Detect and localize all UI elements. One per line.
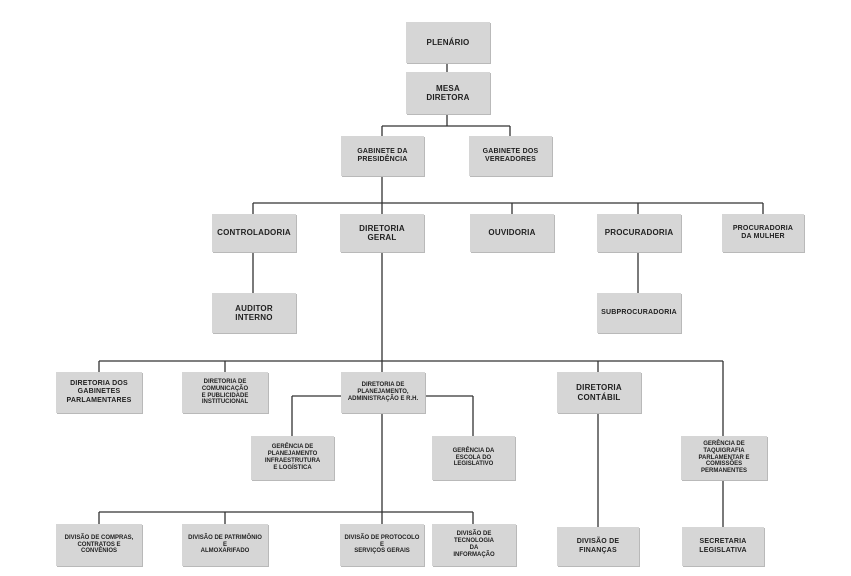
box-mesa-diretora: MESA DIRETORA <box>406 72 490 114</box>
box-diretoria-contabil: DIRETORIA CONTÁBIL <box>557 372 641 413</box>
box-gerencia-taquigrafia: GERÊNCIA DE TAQUIGRAFIA PARLAMENTAR E CO… <box>681 436 767 480</box>
box-divisao-tecnologia: DIVISÃO DE TECNOLOGIA DA INFORMAÇÃO <box>432 524 516 566</box>
box-diretoria-comunicacao: DIRETORIA DE COMUNICAÇÃO E PUBLICIDADE I… <box>182 372 268 413</box>
box-procuradoria-mulher: PROCURADORIA DA MULHER <box>722 214 804 252</box>
box-gerencia-planejamento: GERÊNCIA DE PLANEJAMENTO INFRAESTRUTURA … <box>251 436 334 480</box>
box-secretaria-legislativa: SECRETARIA LEGISLATIVA <box>682 527 764 566</box>
box-plenario: PLENÁRIO <box>406 22 490 63</box>
box-subprocuradoria: SUBPROCURADORIA <box>597 293 681 333</box>
box-divisao-patrimonio: DIVISÃO DE PATRIMÔNIO E ALMOXARIFADO <box>182 524 268 566</box>
box-gabinete-vereadores: GABINETE DOS VEREADORES <box>469 136 552 176</box>
box-diretoria-geral: DIRETORIA GERAL <box>340 214 424 252</box>
box-gabinete-presidencia: GABINETE DA PRESIDÊNCIA <box>341 136 424 176</box>
box-diretoria-planejamento: DIRETORIA DE PLANEJAMENTO, ADMINISTRAÇÃO… <box>341 372 425 413</box>
box-divisao-compras: DIVISÃO DE COMPRAS, CONTRATOS E CONVÊNIO… <box>56 524 142 566</box>
box-auditor-interno: AUDITOR INTERNO <box>212 293 296 333</box>
box-diretoria-gabinetes: DIRETORIA DOS GABINETES PARLAMENTARES <box>56 372 142 413</box>
box-controladoria: CONTROLADORIA <box>212 214 296 252</box>
box-divisao-financas: DIVISÃO DE FINANÇAS <box>557 527 639 566</box>
box-ouvidoria: OUVIDORIA <box>470 214 554 252</box>
box-procuradoria: PROCURADORIA <box>597 214 681 252</box>
box-gerencia-escola: GERÊNCIA DA ESCOLA DO LEGISLATIVO <box>432 436 515 480</box>
box-divisao-protocolo: DIVISÃO DE PROTOCOLO E SERVIÇOS GERAIS <box>340 524 424 566</box>
